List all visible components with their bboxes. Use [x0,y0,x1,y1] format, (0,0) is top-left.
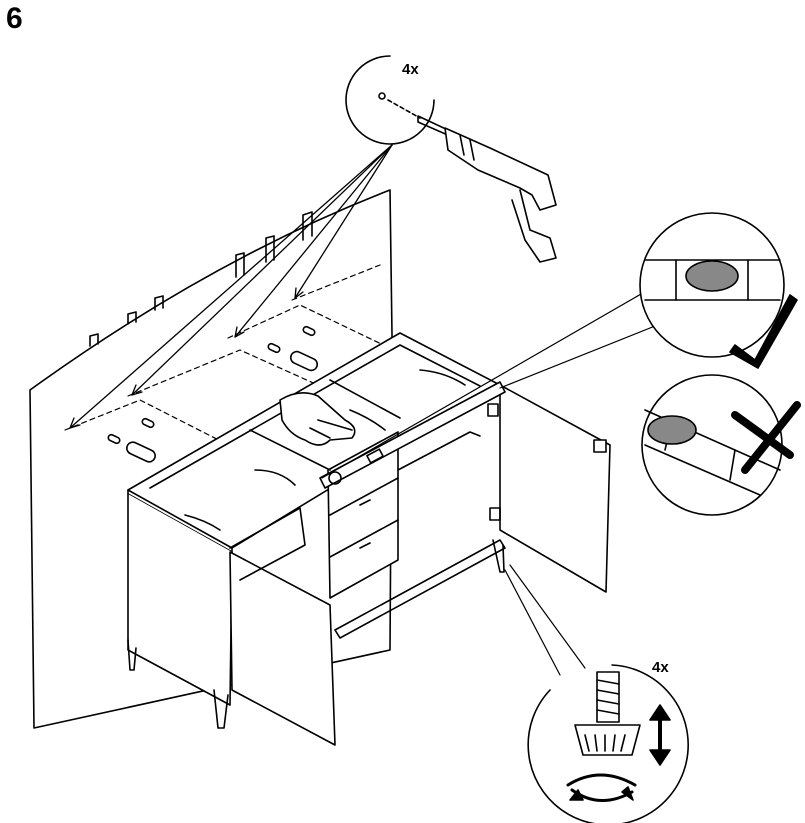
drill-callout [345,55,557,263]
up-down-arrow-icon [649,704,671,766]
power-drill-icon [417,115,557,263]
pointing-hand-icon [279,392,356,446]
spirit-level [319,381,506,489]
leg-quantity-label: 4x [652,659,669,676]
drill-arrows [69,144,393,429]
drill-quantity-label: 4x [402,61,419,78]
checkmark-icon [729,294,798,369]
level-wrong-callout [641,374,801,516]
wall-plugs [107,325,319,463]
rotate-arrows-icon [566,773,637,802]
step-number: 6 [6,2,23,35]
adjustable-foot-icon [574,671,641,756]
cross-icon [731,401,801,474]
hinges [487,403,501,521]
level-correct-callout [639,212,798,369]
leg-adjust-callout [504,564,689,823]
drill-hole-markings [64,264,399,461]
